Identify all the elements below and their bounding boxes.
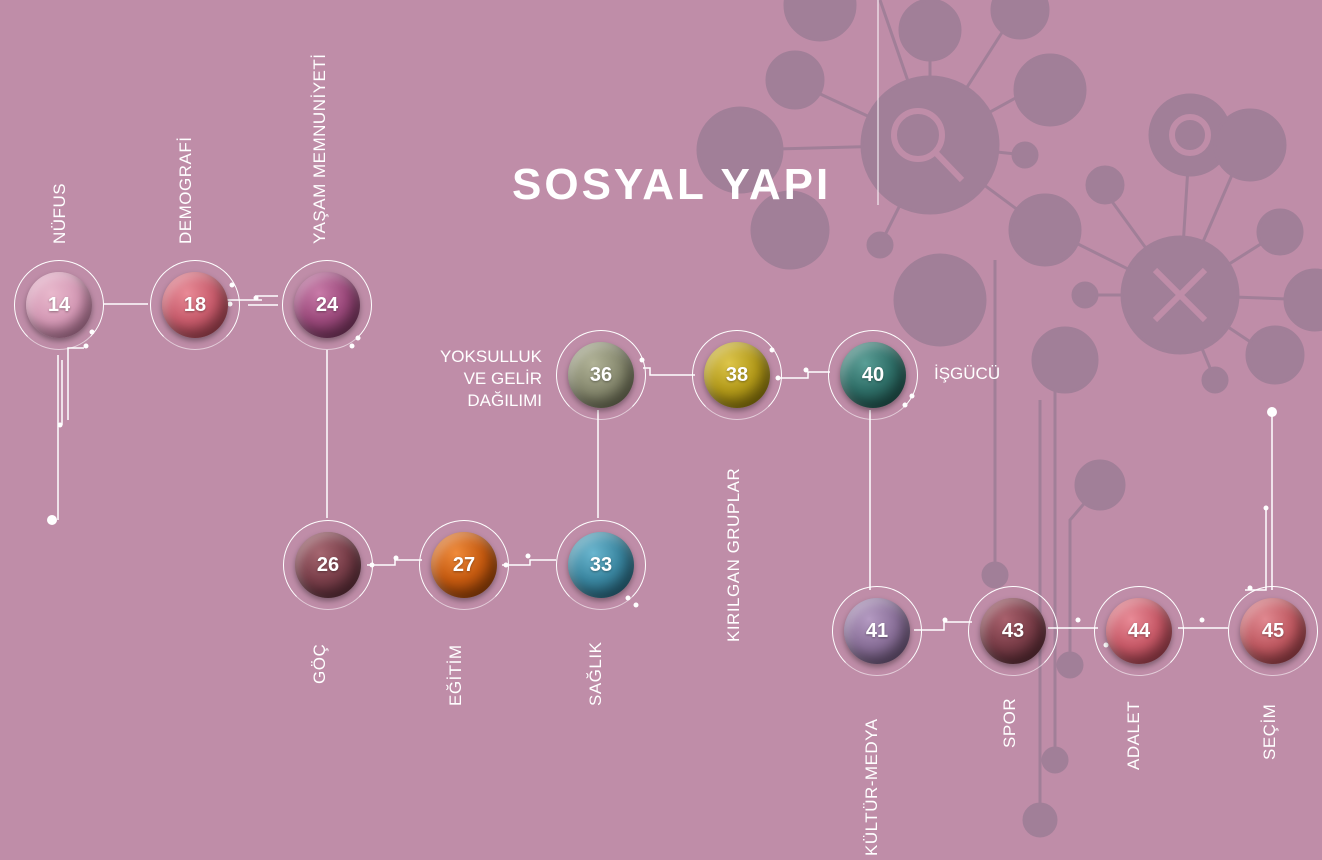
label-nufus: NÜFUS <box>50 182 69 244</box>
label-demografi: DEMOGRAFİ <box>176 136 195 244</box>
label-goc: GÖÇ <box>310 643 329 684</box>
label-kultur-medya: KÜLTÜR-MEDYA <box>862 718 881 856</box>
label-adalet: ADALET <box>1124 700 1143 770</box>
node-egitim[interactable]: 27 <box>419 520 509 610</box>
page-number-badge: 24 <box>294 272 360 338</box>
label-line: YOKSULLUK <box>439 347 542 366</box>
node-kirilgan-gruplar[interactable]: 38 <box>692 330 782 420</box>
node-ring <box>14 260 104 350</box>
label-line: DAĞILIMI <box>467 391 542 410</box>
page-number-badge: 14 <box>26 272 92 338</box>
page-number-badge: 27 <box>431 532 497 598</box>
label-yoksulluk: YOKSULLUK VE GELİR DAĞILIMI <box>396 346 542 412</box>
page-number-badge: 38 <box>704 342 770 408</box>
page-number-badge: 43 <box>980 598 1046 664</box>
node-ring <box>283 520 373 610</box>
page-number-badge: 40 <box>840 342 906 408</box>
label-isgucu: İŞGÜCÜ <box>934 364 1001 383</box>
label-saglik: SAĞLIK <box>586 641 605 706</box>
node-adalet[interactable]: 44 <box>1094 586 1184 676</box>
node-spor[interactable]: 43 <box>968 586 1058 676</box>
page-number-badge: 33 <box>568 532 634 598</box>
node-goc[interactable]: 26 <box>283 520 373 610</box>
page-number-badge: 36 <box>568 342 634 408</box>
node-secim[interactable]: 45 <box>1228 586 1318 676</box>
label-spor: SPOR <box>1000 697 1019 748</box>
label-secim: SEÇİM <box>1260 703 1279 760</box>
node-nufus[interactable]: 14 <box>14 260 104 350</box>
node-ring <box>832 586 922 676</box>
node-ring <box>282 260 372 350</box>
page-number-badge: 26 <box>295 532 361 598</box>
node-ring <box>1228 586 1318 676</box>
label-yasam-memnuniyeti: YAŞAM MEMNUNİYETİ <box>310 53 329 244</box>
node-ring <box>828 330 918 420</box>
page-title: SOSYAL YAPI <box>512 160 832 209</box>
node-isgucu[interactable]: 40 <box>828 330 918 420</box>
node-ring <box>1094 586 1184 676</box>
node-yasam-memnuniyeti[interactable]: 24 <box>282 260 372 350</box>
node-ring <box>692 330 782 420</box>
node-kultur-medya[interactable]: 41 <box>832 586 922 676</box>
node-yoksulluk[interactable]: 36 <box>556 330 646 420</box>
label-egitim: EĞİTİM <box>446 644 465 706</box>
page-number-badge: 45 <box>1240 598 1306 664</box>
label-kirilgan-gruplar: KIRILGAN GRUPLAR <box>724 467 743 642</box>
decoration-glyphs <box>891 108 1211 323</box>
node-ring <box>150 260 240 350</box>
node-ring <box>556 330 646 420</box>
node-demografi[interactable]: 18 <box>150 260 240 350</box>
node-saglik[interactable]: 33 <box>556 520 646 610</box>
label-line: VE GELİR <box>463 369 542 388</box>
page-number-badge: 18 <box>162 272 228 338</box>
page-number-badge: 44 <box>1106 598 1172 664</box>
node-ring <box>419 520 509 610</box>
node-ring <box>968 586 1058 676</box>
flow-connectors <box>57 295 1273 631</box>
page-number-badge: 41 <box>844 598 910 664</box>
node-ring <box>556 520 646 610</box>
